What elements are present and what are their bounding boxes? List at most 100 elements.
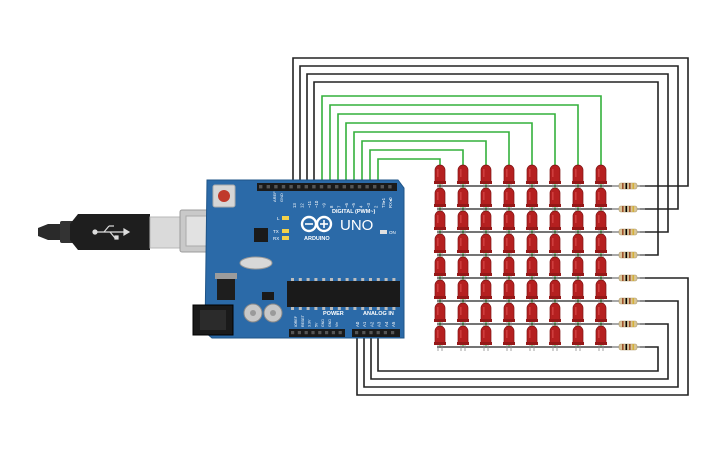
led-r1-c1[interactable]	[434, 164, 446, 190]
led-r8-c1[interactable]	[434, 325, 446, 351]
led-r3-c6[interactable]	[549, 210, 561, 236]
led-r7-c5[interactable]	[526, 302, 538, 328]
header-pin	[312, 185, 316, 189]
resistor-band	[632, 344, 635, 350]
led-r8-c7[interactable]	[572, 325, 584, 351]
resistor-5[interactable]	[612, 274, 645, 282]
led-highlight	[506, 192, 508, 200]
led-r7-c8[interactable]	[595, 302, 607, 328]
led-r2-c1[interactable]	[434, 187, 446, 213]
led-r2-c5[interactable]	[526, 187, 538, 213]
led-body	[549, 256, 561, 276]
led-highlight	[552, 192, 554, 200]
rx-led	[282, 236, 289, 240]
chip-pin	[314, 307, 318, 310]
power-pin	[325, 331, 329, 335]
led-r4-c6[interactable]	[549, 233, 561, 259]
resistor-8[interactable]	[612, 343, 645, 351]
led-r7-c7[interactable]	[572, 302, 584, 328]
led-r4-c4[interactable]	[503, 233, 515, 259]
led-r6-c2[interactable]	[457, 279, 469, 305]
led-r8-c4[interactable]	[503, 325, 515, 351]
led-r7-c3[interactable]	[480, 302, 492, 328]
led-body	[595, 256, 607, 276]
led-r1-c8[interactable]	[595, 164, 607, 190]
column-wire-5	[353, 131, 510, 183]
digital-pin-label: ~10	[314, 200, 319, 208]
led-body	[457, 256, 469, 276]
led-r4-c3[interactable]	[480, 233, 492, 259]
header-pin	[342, 185, 346, 189]
led-r1-c4[interactable]	[503, 164, 515, 190]
led-r1-c6[interactable]	[549, 164, 561, 190]
chip-pin	[353, 278, 357, 281]
led-r8-c6[interactable]	[549, 325, 561, 351]
led-r5-c8[interactable]	[595, 256, 607, 282]
usb-plug-shell	[149, 216, 185, 249]
resistor-6[interactable]	[612, 297, 645, 305]
led-body	[503, 302, 515, 322]
led-rim	[480, 181, 492, 184]
led-rim	[549, 204, 561, 207]
led-r1-c2[interactable]	[457, 164, 469, 190]
led-rim	[526, 204, 538, 207]
led-r6-c8[interactable]	[595, 279, 607, 305]
led-r6-c4[interactable]	[503, 279, 515, 305]
led-body	[526, 210, 538, 230]
led-r3-c2[interactable]	[457, 210, 469, 236]
led-r6-c1[interactable]	[434, 279, 446, 305]
led-r3-c7[interactable]	[572, 210, 584, 236]
led-body	[595, 187, 607, 207]
led-body	[434, 233, 446, 253]
led-r8-c5[interactable]	[526, 325, 538, 351]
resistor-2[interactable]	[612, 205, 645, 213]
led-rim	[503, 342, 515, 345]
led-r3-c8[interactable]	[595, 210, 607, 236]
header-pin	[297, 185, 301, 189]
power-header	[289, 329, 345, 337]
resistor-7[interactable]	[612, 320, 645, 328]
led-highlight	[575, 238, 577, 246]
led-r5-c2[interactable]	[457, 256, 469, 282]
resistor-band	[629, 344, 631, 350]
led-body	[595, 279, 607, 299]
led-r4-c5[interactable]	[526, 233, 538, 259]
led-r6-c7[interactable]	[572, 279, 584, 305]
led-r3-c4[interactable]	[503, 210, 515, 236]
header-pin	[350, 185, 354, 189]
led-r1-c7[interactable]	[572, 164, 584, 190]
led-r3-c5[interactable]	[526, 210, 538, 236]
led-highlight	[437, 215, 439, 223]
led-r2-c7[interactable]	[572, 187, 584, 213]
resistor-band	[632, 229, 635, 235]
reset-button-cap[interactable]	[218, 190, 230, 202]
led-r4-c8[interactable]	[595, 233, 607, 259]
led-r8-c8[interactable]	[595, 325, 607, 351]
led-r2-c8[interactable]	[595, 187, 607, 213]
header-pin	[319, 185, 324, 189]
led-r6-c6[interactable]	[549, 279, 561, 305]
led-r2-c4[interactable]	[503, 187, 515, 213]
led-highlight	[437, 307, 439, 315]
led-rim	[526, 273, 538, 276]
led-rim	[503, 319, 515, 322]
chip-pin	[337, 278, 341, 281]
led-r7-c6[interactable]	[549, 302, 561, 328]
digital-pin-label: 13	[292, 203, 297, 208]
resistor-1[interactable]	[612, 182, 645, 190]
led-r6-c3[interactable]	[480, 279, 492, 305]
led-r6-c5[interactable]	[526, 279, 538, 305]
led-r8-c2[interactable]	[457, 325, 469, 351]
chip-pin	[306, 278, 310, 281]
led-r5-c1[interactable]	[434, 256, 446, 282]
resistor-3[interactable]	[612, 228, 645, 236]
led-rim	[595, 273, 607, 276]
resistor-4[interactable]	[612, 251, 645, 259]
led-rim	[595, 319, 607, 322]
led-r8-c3[interactable]	[480, 325, 492, 351]
led-body	[526, 187, 538, 207]
led-r5-c3[interactable]	[480, 256, 492, 282]
led-r2-c2[interactable]	[457, 187, 469, 213]
resistor-band	[622, 229, 624, 235]
